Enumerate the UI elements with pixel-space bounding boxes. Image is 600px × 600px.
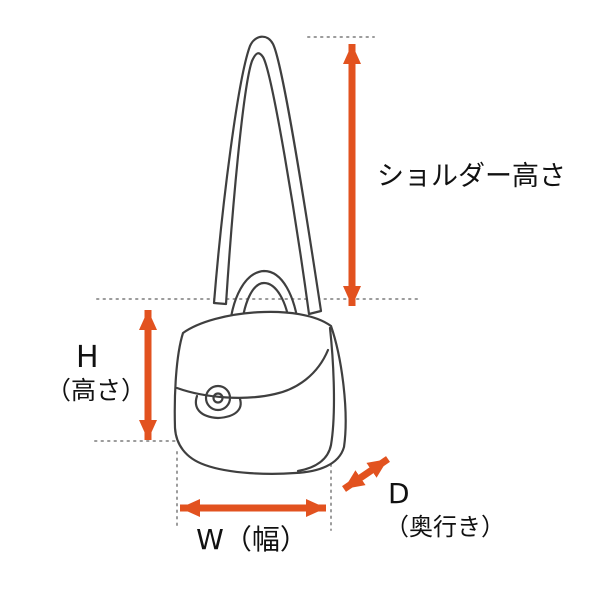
measurement-arrows: [139, 44, 390, 517]
bag-handle-inner: [239, 281, 292, 336]
bag-gusset-seam: [296, 326, 336, 473]
height-label-symbol: H: [76, 340, 99, 375]
bag-clasp-inner: [212, 392, 224, 404]
shoulder-height-label: ショルダー高さ: [377, 161, 566, 192]
bag-clasp-outer: [204, 384, 232, 412]
depth-label-symbol: D: [388, 477, 410, 510]
shoulder-bag-illustration: [173, 35, 347, 475]
height-label-detail: （高さ）: [46, 376, 146, 405]
bag-flap-tab: [194, 394, 242, 420]
depth-label-detail: （奥行き）: [385, 513, 505, 541]
bag-handle-outer: [227, 269, 301, 338]
bag-flap-edge: [175, 348, 330, 399]
measurement-labels: ショルダー高さ H （高さ） W（幅） D （奥行き）: [46, 161, 566, 556]
guide-lines: [94, 36, 421, 531]
depth-arrow: [342, 456, 390, 492]
bag-strap: [212, 35, 323, 316]
bag-body: [173, 310, 347, 475]
width-label: W（幅）: [196, 523, 308, 556]
